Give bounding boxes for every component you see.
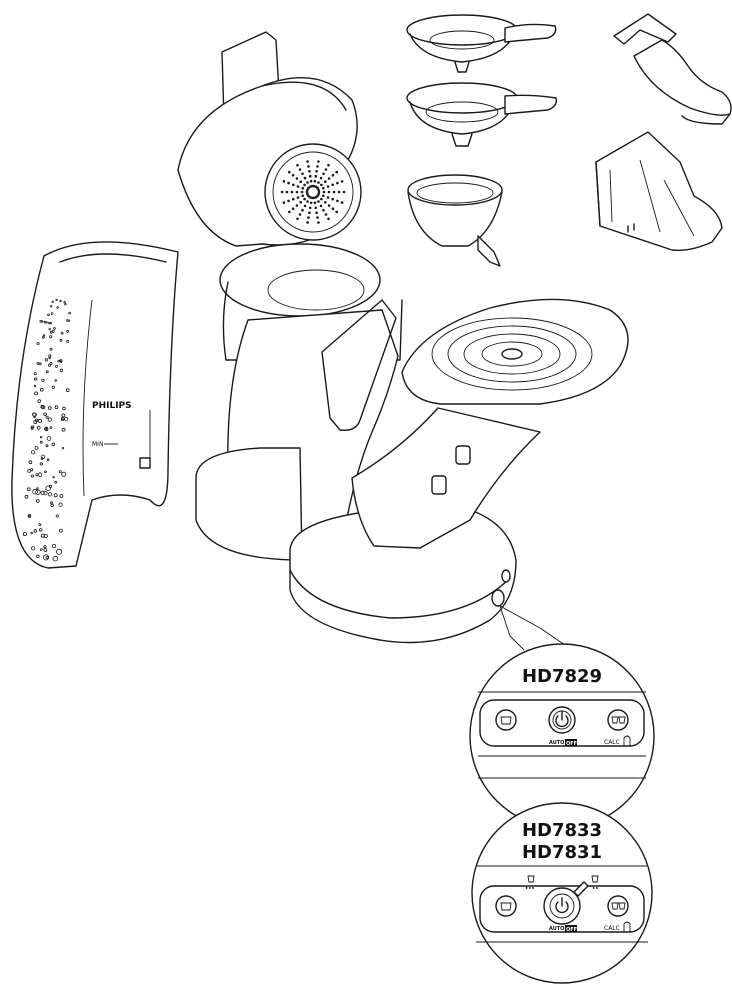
calc-label: CALC xyxy=(604,739,620,746)
panel-1-model: HD7829 xyxy=(522,666,602,687)
drip-tray-cover xyxy=(613,13,732,125)
water-tank-bubbles xyxy=(22,298,71,562)
pad-holder-cup xyxy=(407,174,503,267)
off-label: OFF xyxy=(566,741,577,747)
drip-tray xyxy=(351,407,541,549)
lid-sprinkler-dots xyxy=(280,160,346,224)
panel-2-model-a: HD7833 xyxy=(522,820,602,841)
pad-holder-one-cup xyxy=(406,14,557,73)
brand-label: PHILIPS xyxy=(92,401,132,411)
svg-text:•••: ••• xyxy=(525,886,535,892)
off-label-2: OFF xyxy=(566,927,577,933)
svg-text:••: •• xyxy=(592,886,598,892)
machine-body xyxy=(195,243,403,561)
drip-tray-insert xyxy=(595,131,723,252)
panel-2-model-b: HD7831 xyxy=(522,842,602,863)
lid xyxy=(177,31,362,247)
calc-label-2: CALC xyxy=(604,925,620,932)
one-cup-button xyxy=(495,709,517,731)
auto-label-2: AUTO xyxy=(549,926,564,932)
two-cup-button xyxy=(607,709,629,731)
drip-grid xyxy=(401,298,629,405)
one-cup-button-2 xyxy=(495,895,517,917)
tank-min-label: MIN xyxy=(92,441,103,448)
pad-holder-two-cup xyxy=(406,82,558,147)
two-cup-button-2 xyxy=(607,895,629,917)
water-tank xyxy=(11,241,179,569)
drip-tray-base xyxy=(289,509,517,644)
auto-label: AUTO xyxy=(549,740,564,746)
control-panel-callout-1: HD7829 AUTO OFF CALC xyxy=(469,643,655,829)
control-panel-callout-2: HD7833 HD7831 ••• •• AUTO OFF CALC xyxy=(471,802,653,984)
